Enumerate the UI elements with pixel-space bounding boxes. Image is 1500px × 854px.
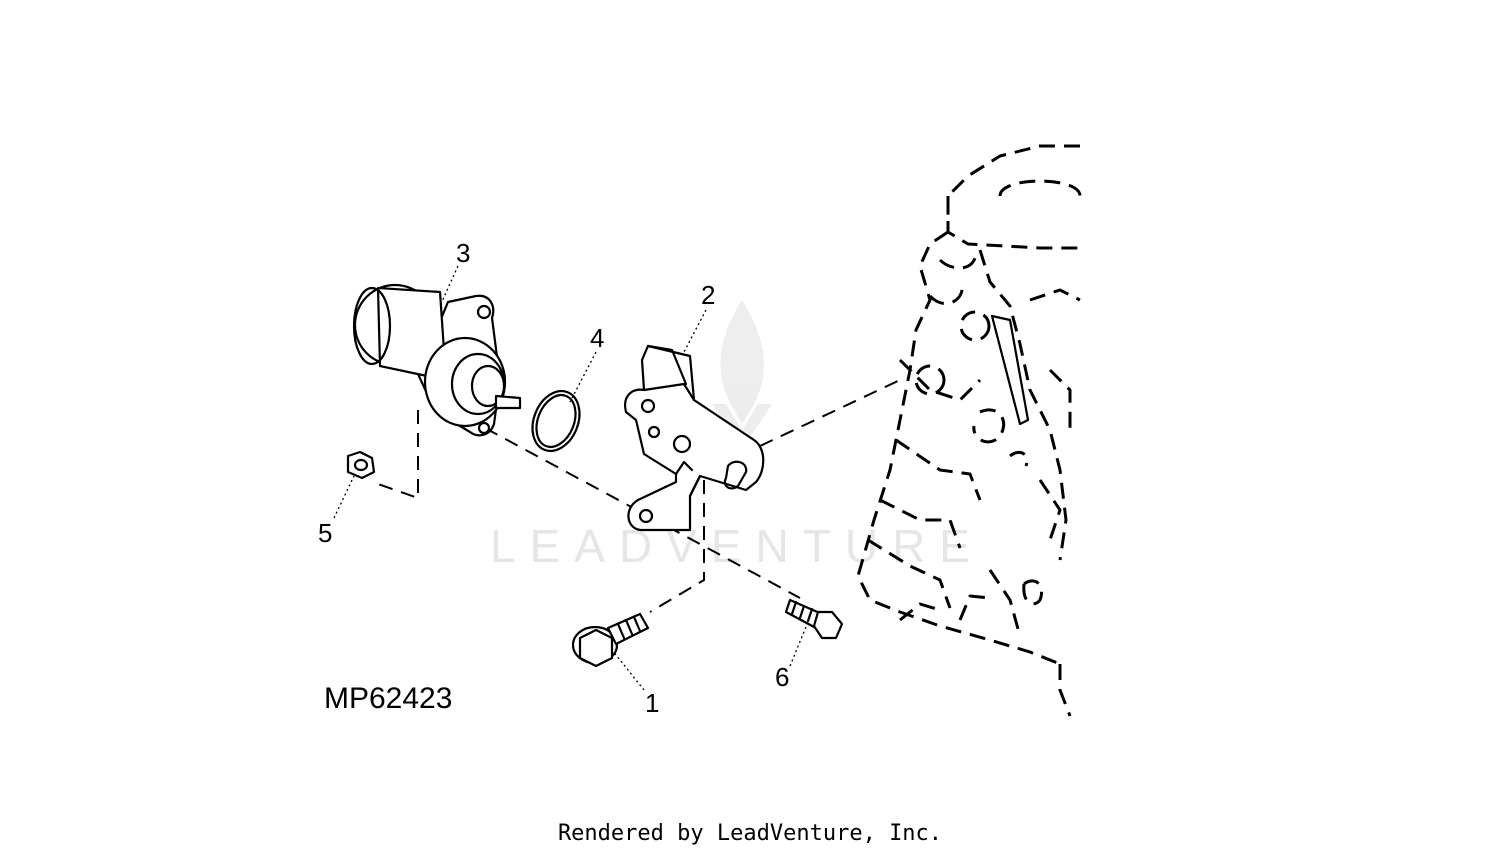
assembly-lines bbox=[377, 379, 901, 613]
callout-3: 3 bbox=[456, 238, 470, 268]
callout-4: 4 bbox=[590, 323, 604, 353]
part-solenoid bbox=[352, 283, 522, 437]
part-o-ring bbox=[531, 389, 581, 453]
footer-credit: Rendered by LeadVenture, Inc. bbox=[558, 821, 942, 846]
callout-5: 5 bbox=[318, 518, 332, 548]
engine-block bbox=[856, 144, 1082, 717]
watermark-flame-icon bbox=[720, 300, 765, 424]
figure-id: MP62423 bbox=[324, 682, 452, 715]
callout-6: 6 bbox=[775, 662, 789, 692]
watermark: LEADVENTURE bbox=[490, 300, 984, 572]
leader-lines bbox=[333, 265, 809, 691]
callout-2: 2 bbox=[701, 280, 715, 310]
engine-rod bbox=[990, 314, 1030, 426]
part-flange-bolt bbox=[571, 612, 650, 668]
part-hex-bolt bbox=[784, 598, 844, 640]
watermark-v-icon bbox=[712, 404, 772, 450]
part-nut bbox=[346, 450, 376, 480]
watermark-text: LEADVENTURE bbox=[490, 520, 984, 572]
callout-1: 1 bbox=[645, 688, 659, 718]
part-bracket bbox=[624, 344, 765, 532]
